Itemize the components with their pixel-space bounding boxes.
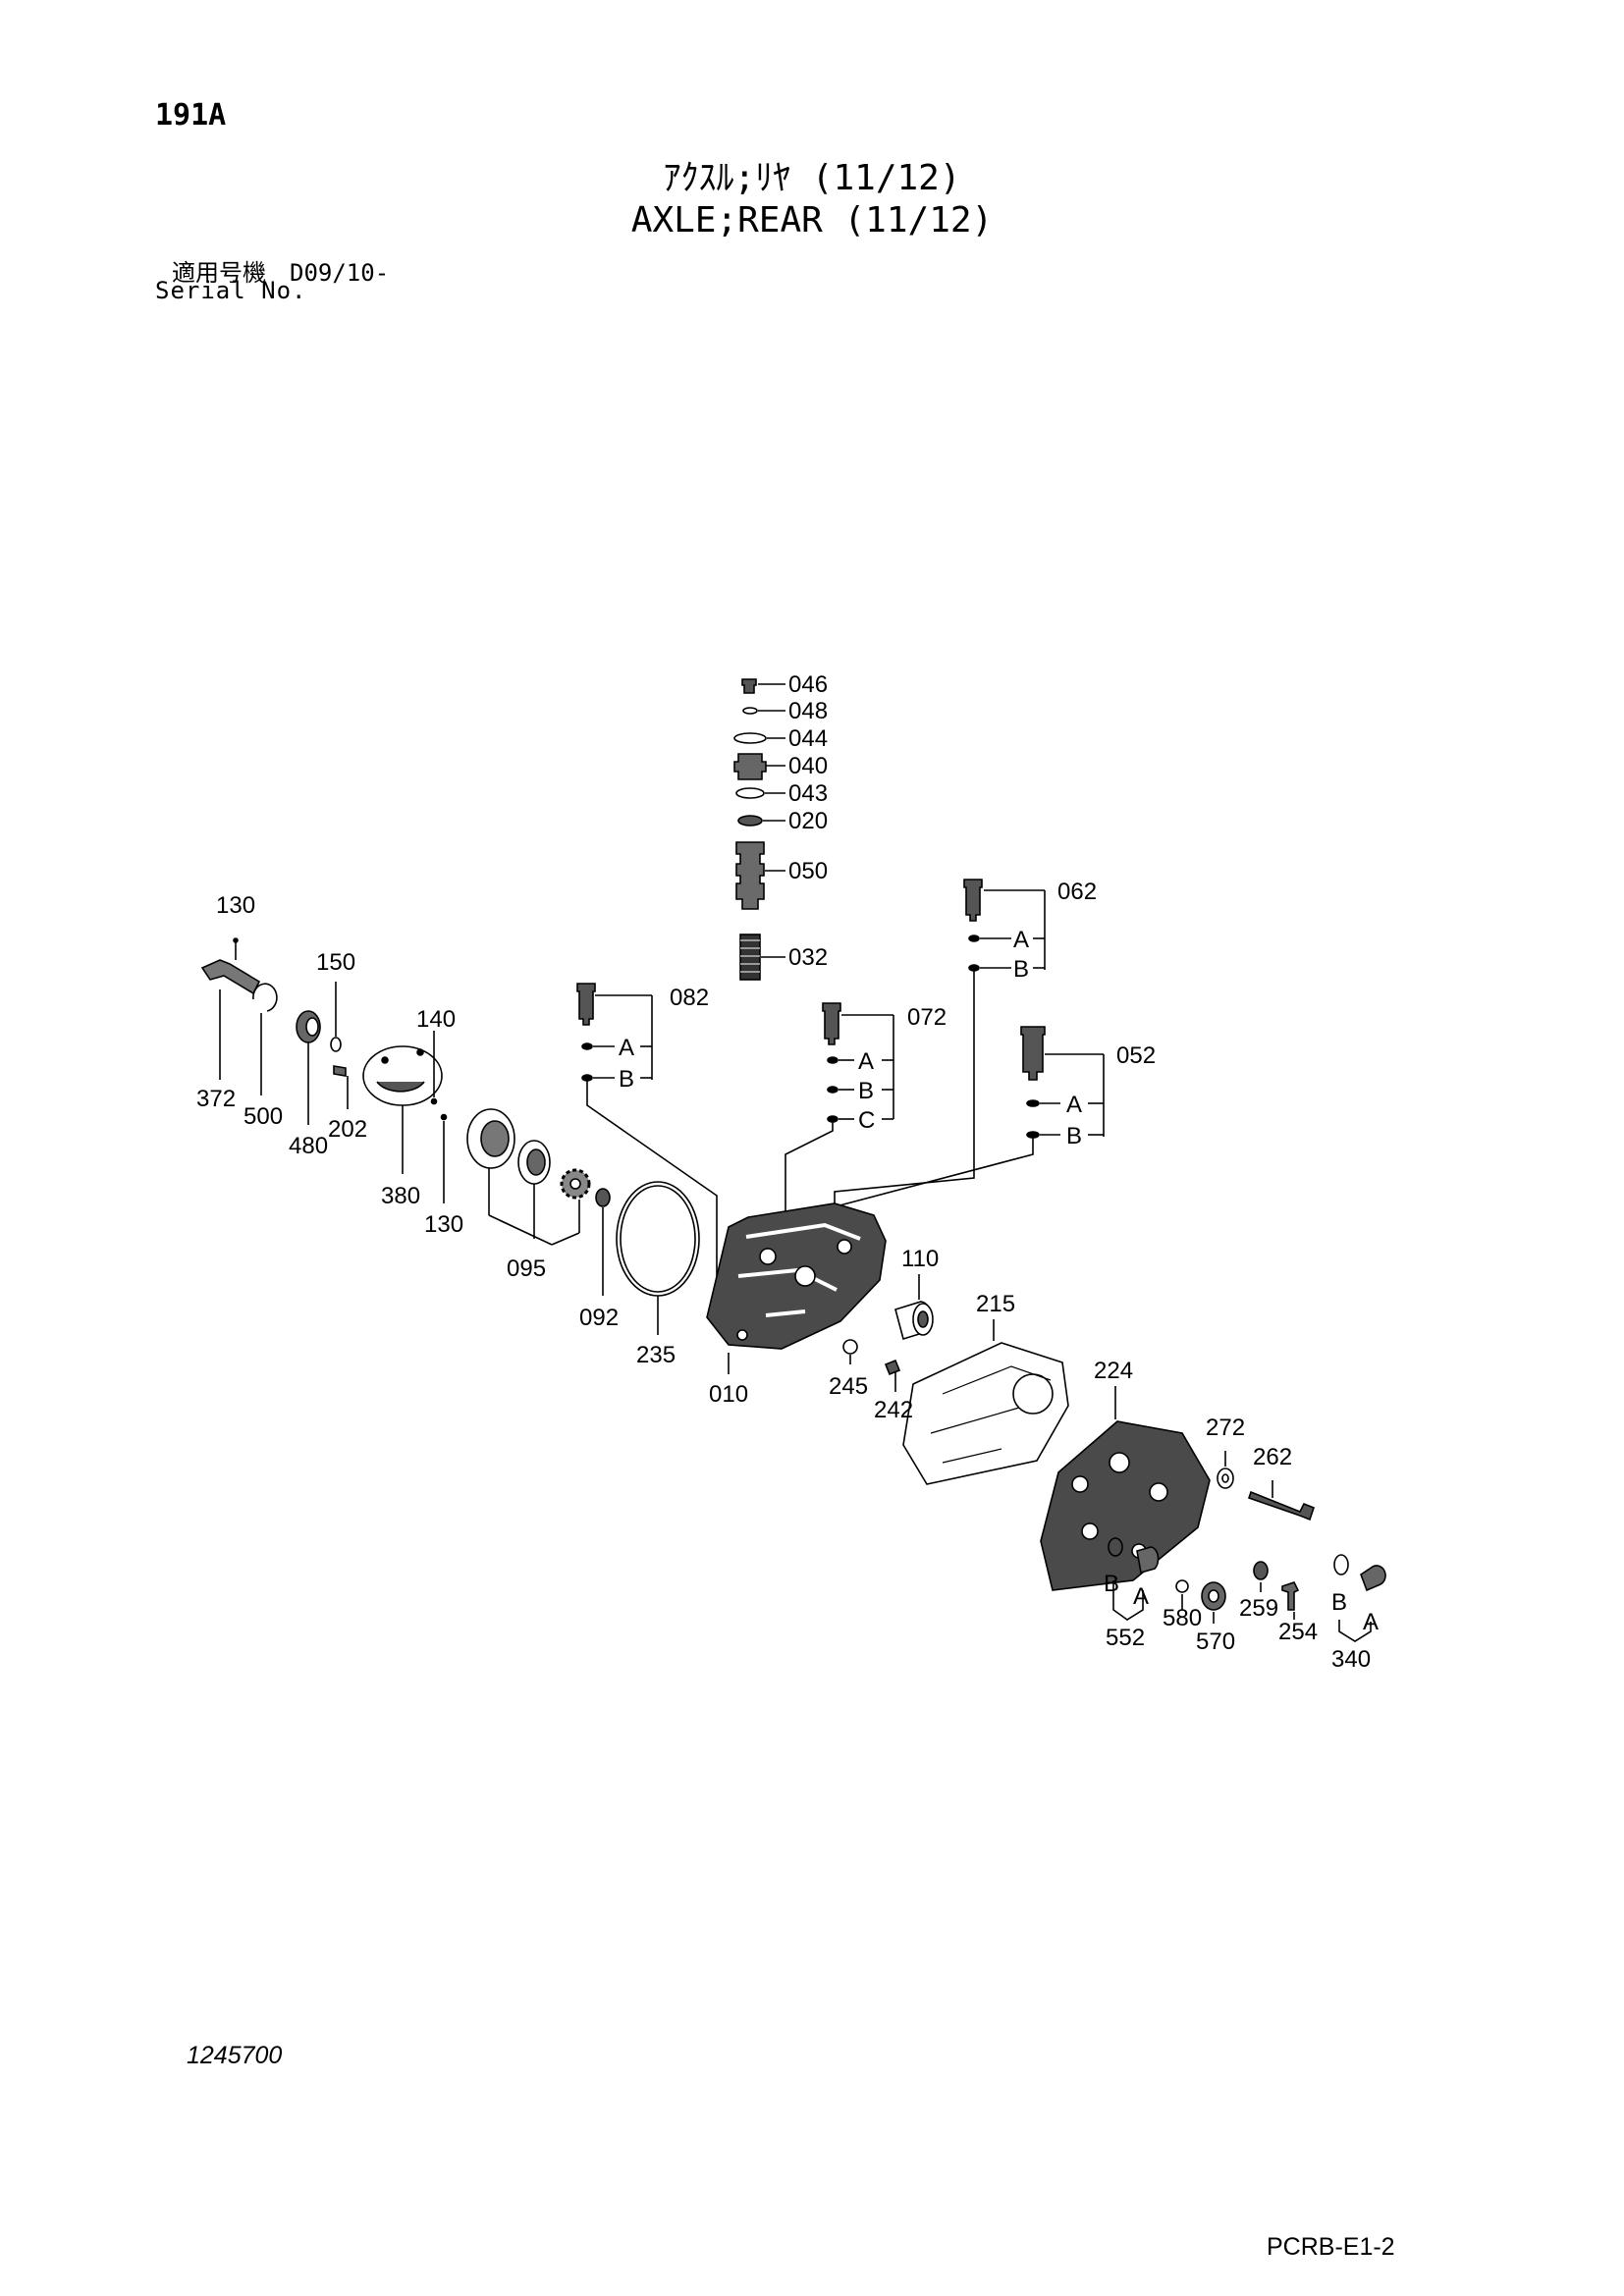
callout-372: 372 — [196, 1086, 236, 1112]
callout-552: 552 — [1106, 1625, 1145, 1651]
callout-110: 110 — [901, 1246, 939, 1272]
part-140-dowel — [430, 1031, 448, 1203]
part-gear — [560, 1168, 591, 1233]
part-072-plug — [822, 1002, 894, 1123]
serial-label-english: Serial No. — [155, 277, 307, 304]
callout-048: 048 — [788, 698, 828, 724]
part-092-bushing — [595, 1188, 611, 1296]
letter-052-b: B — [1066, 1123, 1082, 1149]
callout-215: 215 — [976, 1291, 1015, 1317]
part-048-oring — [742, 707, 785, 715]
callout-202: 202 — [328, 1116, 367, 1143]
letter-082-a: A — [619, 1035, 634, 1061]
part-046-plug — [741, 678, 785, 694]
page-code: 191A — [155, 98, 227, 133]
callout-082: 082 — [670, 985, 709, 1011]
part-272-washer — [1217, 1451, 1234, 1489]
part-480-bearing — [296, 1010, 321, 1125]
letter-072-c: C — [858, 1107, 875, 1134]
serial-label-japanese: 適用号機 D09/10- — [172, 259, 390, 287]
drawing-number: 1245700 — [187, 2042, 283, 2069]
letter-340-a: A — [1363, 1609, 1379, 1635]
part-580-oring — [1175, 1579, 1189, 1610]
callout-340: 340 — [1331, 1646, 1371, 1673]
callout-020: 020 — [788, 808, 828, 834]
part-052-plug — [1020, 1026, 1105, 1139]
sheet-code: PCRB-E1-2 — [1267, 2233, 1395, 2261]
callout-032: 032 — [788, 944, 828, 971]
callout-224: 224 — [1094, 1358, 1133, 1384]
callout-259: 259 — [1239, 1595, 1278, 1622]
callout-052: 052 — [1116, 1042, 1156, 1069]
callout-242: 242 — [874, 1397, 913, 1423]
letter-552-a: A — [1133, 1583, 1149, 1610]
part-044-ring — [733, 732, 785, 744]
callout-380: 380 — [381, 1183, 420, 1209]
callout-092: 092 — [579, 1305, 619, 1331]
part-340-plug — [1333, 1554, 1386, 1642]
part-110-filter — [894, 1274, 934, 1341]
callout-150: 150 — [316, 949, 355, 976]
callout-480: 480 — [289, 1133, 328, 1159]
callout-130-top: 130 — [216, 892, 255, 919]
callout-262: 262 — [1253, 1444, 1292, 1470]
part-242-bolt — [884, 1359, 901, 1392]
part-570-nut — [1201, 1581, 1226, 1624]
callout-580: 580 — [1163, 1605, 1202, 1631]
part-020-ring — [737, 815, 785, 827]
letter-072-a: A — [858, 1048, 874, 1075]
callout-072: 072 — [907, 1004, 947, 1031]
part-050-spool — [735, 841, 785, 910]
callout-235: 235 — [636, 1342, 676, 1368]
part-380-cover — [362, 1045, 443, 1174]
callout-570: 570 — [1196, 1629, 1235, 1655]
callout-040: 040 — [788, 753, 828, 779]
letter-340-b: B — [1331, 1589, 1347, 1616]
part-254-bolt — [1281, 1581, 1300, 1620]
letter-082-b: B — [619, 1066, 634, 1093]
callout-130-bottom: 130 — [424, 1211, 463, 1238]
letter-062-a: A — [1013, 927, 1029, 953]
letter-552-b: B — [1104, 1571, 1119, 1597]
part-040-nut — [733, 753, 785, 780]
part-150-oring — [330, 982, 342, 1052]
part-500-snap-ring — [252, 983, 278, 1095]
callout-050: 050 — [788, 858, 828, 884]
callout-272: 272 — [1206, 1415, 1245, 1441]
callout-254: 254 — [1278, 1619, 1318, 1645]
part-062-plug — [963, 879, 1046, 972]
title-english: AXLE;REAR (11/12) — [630, 200, 994, 240]
part-235-oring — [616, 1181, 700, 1335]
callout-245: 245 — [829, 1373, 868, 1400]
part-130-shaft — [200, 937, 261, 1080]
callout-044: 044 — [788, 725, 828, 752]
callout-140: 140 — [416, 1006, 456, 1033]
part-215-cover — [902, 1319, 1069, 1485]
part-082-plug — [576, 983, 653, 1082]
part-032-spring — [739, 934, 785, 981]
callout-095: 095 — [507, 1255, 546, 1282]
part-043-oring — [735, 787, 785, 799]
title-japanese: ｱｸｽﾙ;ﾘﾔ (11/12) — [663, 158, 961, 198]
callout-043: 043 — [788, 780, 828, 807]
part-202-pin — [333, 1065, 349, 1109]
part-010-housing — [706, 1202, 887, 1374]
letter-072-b: B — [858, 1078, 874, 1104]
callout-062: 062 — [1057, 879, 1097, 905]
part-262-bolt — [1247, 1480, 1315, 1522]
part-245-washer — [842, 1339, 858, 1364]
letter-062-b: B — [1013, 956, 1029, 983]
part-224-case — [1040, 1386, 1211, 1591]
callout-500: 500 — [244, 1103, 283, 1130]
letter-052-a: A — [1066, 1092, 1082, 1118]
callout-046: 046 — [788, 671, 828, 698]
part-095-gear-set — [466, 1108, 580, 1246]
part-552-plug — [1108, 1537, 1160, 1621]
part-259-washer — [1253, 1561, 1269, 1592]
callout-010: 010 — [709, 1381, 748, 1408]
